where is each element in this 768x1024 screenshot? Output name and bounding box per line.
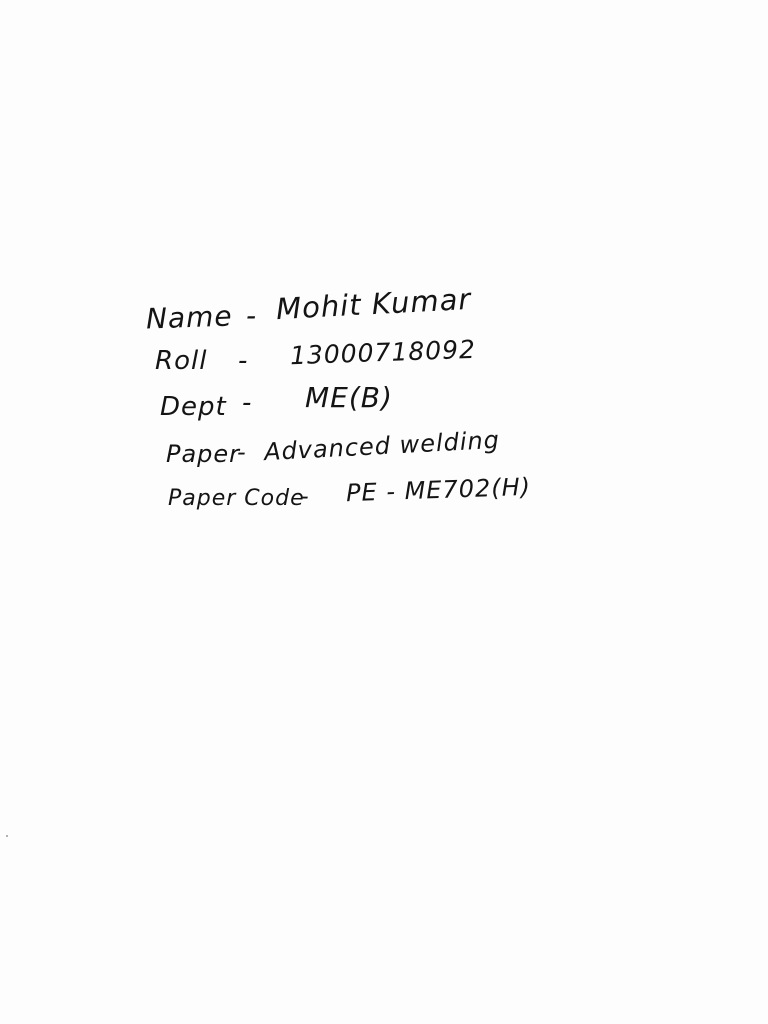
paper-code-separator: - [300, 482, 310, 510]
roll-label: Roll [155, 346, 208, 376]
name-label: Name [145, 299, 234, 336]
paper-separator: - [237, 438, 247, 466]
name-value: Mohit Kumar [275, 281, 473, 327]
paper-label: Paper [166, 440, 241, 468]
dept-value: ME(B) [305, 381, 393, 414]
roll-separator: - [238, 346, 249, 376]
dept-label: Dept [160, 392, 227, 422]
paper-value: Advanced welding [263, 425, 501, 467]
dust-speck [6, 835, 8, 837]
name-separator: - [246, 299, 258, 332]
paper-code-value: PE - ME702(H) [345, 472, 532, 508]
dept-separator: - [242, 388, 253, 418]
paper-code-label: Paper Code [168, 486, 305, 511]
roll-value: 13000718092 [289, 334, 477, 371]
